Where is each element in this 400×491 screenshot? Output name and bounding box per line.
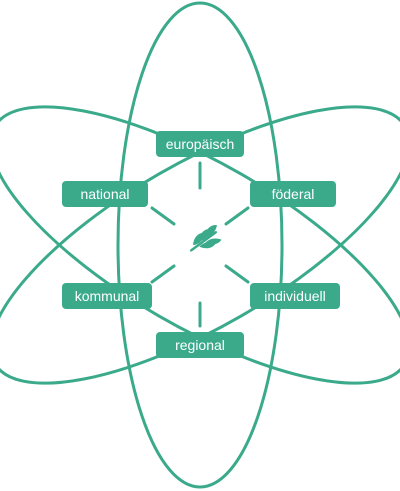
spokes xyxy=(150,161,250,328)
orbit-vertical xyxy=(116,1,284,489)
spoke-upper-left xyxy=(150,206,176,226)
spoke-upper-right xyxy=(224,206,250,226)
node-national[interactable]: national xyxy=(62,181,148,207)
node-foederal[interactable]: föderal xyxy=(250,181,336,207)
node-europaeisch[interactable]: europäisch xyxy=(156,131,244,157)
node-individuell[interactable]: individuell xyxy=(250,283,340,309)
node-kommunal[interactable]: kommunal xyxy=(62,283,152,309)
node-label-upper-left: national xyxy=(80,186,129,202)
orbit-diagonal-right xyxy=(0,105,400,385)
node-regional[interactable]: regional xyxy=(156,332,244,358)
spoke-lower-right xyxy=(224,264,250,284)
node-label-lower-left: kommunal xyxy=(75,288,140,304)
node-label-lower-right: individuell xyxy=(264,288,325,304)
spoke-lower-left xyxy=(150,264,176,284)
node-label-bottom: regional xyxy=(175,337,225,353)
wheat-icon xyxy=(189,225,222,252)
node-label-top: europäisch xyxy=(166,136,235,152)
node-label-upper-right: föderal xyxy=(272,186,315,202)
orbit-diagonal-left xyxy=(0,105,400,385)
